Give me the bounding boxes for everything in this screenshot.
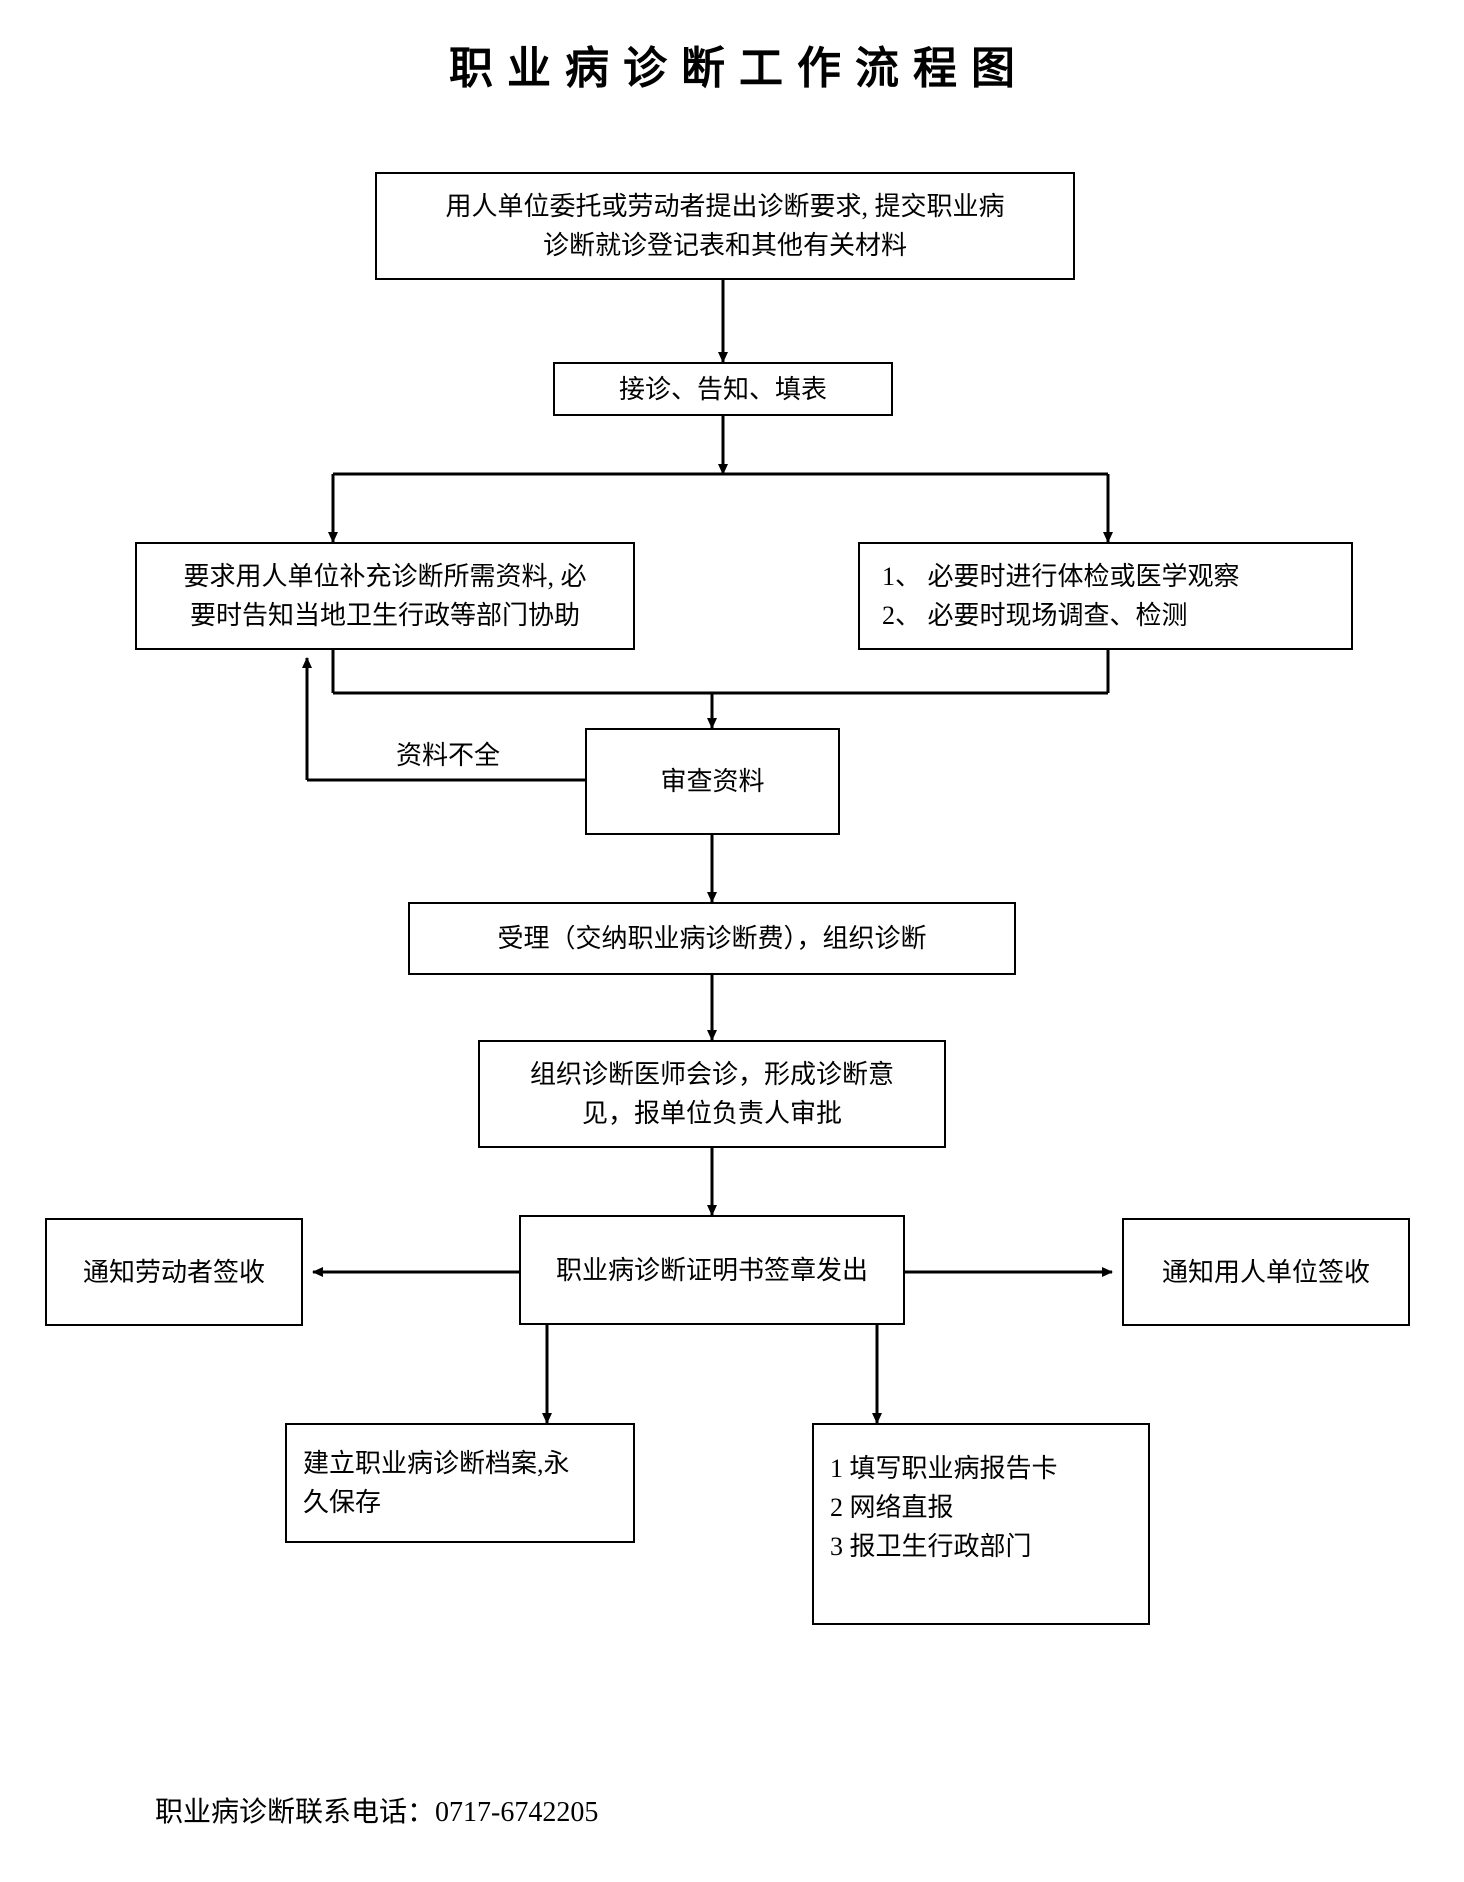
node-review-line1: 审查资料: [660, 767, 765, 796]
node-examine-investigate-line1: 1、 必要时进行体检或医学观察: [882, 562, 1240, 591]
node-review[interactable]: 审查资料: [585, 728, 840, 835]
node-accept[interactable]: 受理（交纳职业病诊断费），组织诊断: [408, 902, 1016, 975]
edge-label-incomplete-materials: 资料不全: [392, 735, 505, 772]
node-consultation-line1: 组织诊断医师会诊，形成诊断意: [529, 1060, 894, 1089]
node-certificate-line1: 职业病诊断证明书签章发出: [555, 1255, 868, 1285]
node-examine-investigate[interactable]: 1、 必要时进行体检或医学观察 2、 必要时现场调查、检测: [858, 542, 1353, 650]
node-supplement-line1: 要求用人单位补充诊断所需资料, 必: [183, 562, 587, 591]
contact-phone-text: 职业病诊断联系电话：0717-6742205: [155, 1797, 599, 1828]
node-report-line3: 3 报卫生行政部门: [830, 1532, 1032, 1561]
node-report-line2: 2 网络直报: [830, 1493, 954, 1522]
node-consultation-line2: 见，报单位负责人审批: [581, 1099, 842, 1128]
page-title: 职业病诊断工作流程图: [449, 44, 1029, 93]
node-certificate[interactable]: 职业病诊断证明书签章发出: [519, 1215, 905, 1325]
node-report-line1: 1 填写职业病报告卡: [830, 1454, 1058, 1483]
node-supplement[interactable]: 要求用人单位补充诊断所需资料, 必 要时告知当地卫生行政等部门协助: [135, 542, 635, 650]
node-request[interactable]: 用人单位委托或劳动者提出诊断要求, 提交职业病 诊断就诊登记表和其他有关材料: [375, 172, 1075, 280]
node-notify-worker-line1: 通知劳动者签收: [82, 1257, 265, 1287]
node-archive-line2: 久保存: [303, 1488, 382, 1517]
node-report[interactable]: 1 填写职业病报告卡 2 网络直报 3 报卫生行政部门: [812, 1423, 1150, 1625]
node-examine-investigate-line2: 2、 必要时现场调查、检测: [882, 601, 1188, 630]
node-notify-worker[interactable]: 通知劳动者签收: [45, 1218, 303, 1326]
node-request-line2: 诊断就诊登记表和其他有关材料: [542, 231, 907, 260]
node-supplement-line2: 要时告知当地卫生行政等部门协助: [189, 601, 580, 630]
node-accept-line1: 受理（交纳职业病诊断费），组织诊断: [497, 924, 927, 953]
node-reception[interactable]: 接诊、告知、填表: [553, 362, 893, 416]
node-archive[interactable]: 建立职业病诊断档案,永 久保存: [285, 1423, 635, 1543]
node-notify-employer[interactable]: 通知用人单位签收: [1122, 1218, 1410, 1326]
node-consultation[interactable]: 组织诊断医师会诊，形成诊断意 见，报单位负责人审批: [478, 1040, 946, 1148]
node-notify-employer-line1: 通知用人单位签收: [1161, 1257, 1370, 1287]
node-request-line1: 用人单位委托或劳动者提出诊断要求, 提交职业病: [445, 192, 1005, 221]
node-archive-line1: 建立职业病诊断档案,永: [303, 1449, 570, 1478]
node-reception-line1: 接诊、告知、填表: [618, 374, 827, 404]
